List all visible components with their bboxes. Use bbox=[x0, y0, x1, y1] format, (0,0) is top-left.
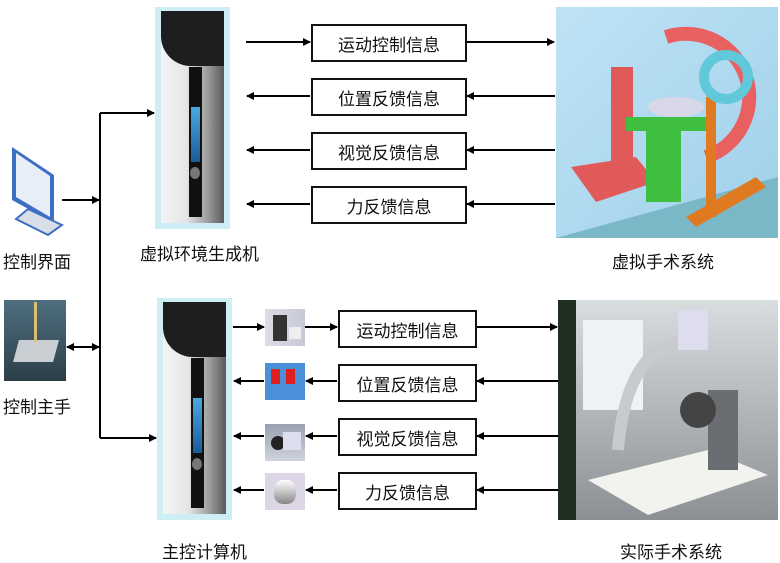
top-force-feedback-box: 力反馈信息 bbox=[311, 186, 467, 224]
virtual-env-computer-image bbox=[155, 7, 230, 229]
encoder-sensor-icon bbox=[265, 363, 305, 400]
bottom-position-feedback-box: 位置反馈信息 bbox=[338, 364, 477, 402]
virtual-env-computer-label: 虚拟环境生成机 bbox=[140, 245, 259, 265]
monitor-icon bbox=[8, 145, 64, 237]
control-ui-label: 控制界面 bbox=[3, 253, 71, 273]
main-control-computer-image bbox=[157, 298, 232, 520]
force-sensor-icon bbox=[265, 473, 305, 510]
master-hand-photo bbox=[4, 300, 66, 381]
real-surgery-system-label: 实际手术系统 bbox=[620, 543, 722, 563]
bottom-force-feedback-box: 力反馈信息 bbox=[338, 472, 477, 510]
top-position-feedback-box: 位置反馈信息 bbox=[311, 78, 467, 116]
camera-icon bbox=[265, 424, 305, 461]
motor-driver-icon bbox=[265, 309, 305, 346]
real-surgery-system-photo bbox=[558, 300, 778, 520]
bottom-visual-feedback-box: 视觉反馈信息 bbox=[338, 418, 477, 456]
virtual-surgery-system-image bbox=[556, 7, 778, 238]
main-control-computer-label: 主控计算机 bbox=[162, 543, 247, 563]
virtual-surgery-system-label: 虚拟手术系统 bbox=[612, 253, 714, 273]
master-hand-label: 控制主手 bbox=[3, 398, 71, 418]
top-motion-control-box: 运动控制信息 bbox=[311, 24, 467, 62]
bottom-motion-control-box: 运动控制信息 bbox=[338, 310, 477, 348]
top-visual-feedback-box: 视觉反馈信息 bbox=[311, 132, 467, 170]
